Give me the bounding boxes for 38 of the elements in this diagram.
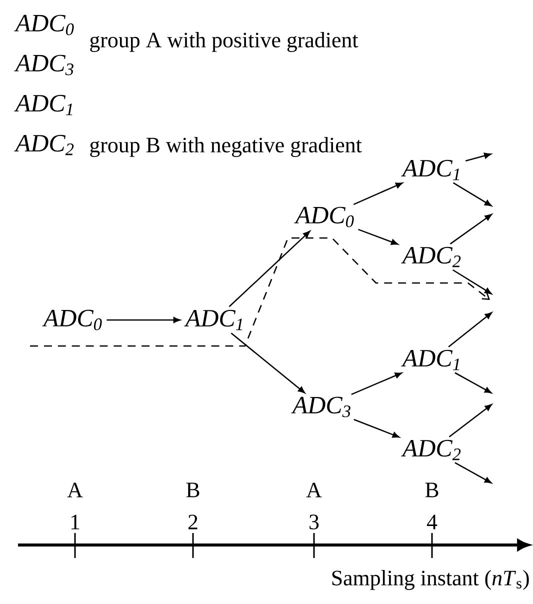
tick-label: 1 xyxy=(71,514,80,530)
legend-text: group A with positive gradient xyxy=(90,32,358,52)
group-letter: B xyxy=(425,482,438,498)
arrow xyxy=(452,269,492,294)
legend-key: ADC$_{3}$ xyxy=(14,54,74,76)
arrow xyxy=(454,372,492,394)
group-letter: A xyxy=(306,482,322,498)
arrow xyxy=(452,182,492,206)
adc-label: ADC$_{0}$ xyxy=(294,206,354,228)
adc-label: ADC$_{1}$ xyxy=(401,160,460,180)
arrow xyxy=(351,372,402,396)
adc-label: ADC$_{1}$ xyxy=(401,350,460,370)
tick-label: 3 xyxy=(310,514,319,530)
legend-key: ADC$_{2}$ xyxy=(14,134,74,156)
tick-label: 4 xyxy=(426,514,438,530)
adc-label: ADC$_{1}$ xyxy=(184,310,242,330)
adc-label: ADC$_{2}$ xyxy=(401,246,461,268)
arrow xyxy=(465,152,492,162)
adc-label: ADC$_{2}$ xyxy=(401,440,461,460)
group-letter: B xyxy=(186,482,200,498)
arrow xyxy=(358,228,398,245)
adc-label: ADC$_{3}$ xyxy=(291,396,350,418)
legend-key: ADC$_{0}$ xyxy=(14,14,74,36)
arrow xyxy=(106,317,180,323)
arrow xyxy=(353,182,403,205)
arrow xyxy=(354,418,400,438)
legend-text: group B with negative gradient xyxy=(90,137,362,157)
arrow xyxy=(230,332,306,394)
axis-title: Sampling instant (nT$_{s}$) xyxy=(332,570,529,590)
adc-label: ADC$_{0}$ xyxy=(42,310,102,330)
tick-label: 2 xyxy=(188,514,198,530)
legend-key: ADC$_{1}$ xyxy=(14,94,72,116)
arrow xyxy=(454,462,492,484)
group-letter: A xyxy=(67,482,83,498)
arrow xyxy=(228,230,310,308)
arrow xyxy=(448,312,492,348)
arrow xyxy=(450,214,492,244)
arrow xyxy=(448,404,492,438)
